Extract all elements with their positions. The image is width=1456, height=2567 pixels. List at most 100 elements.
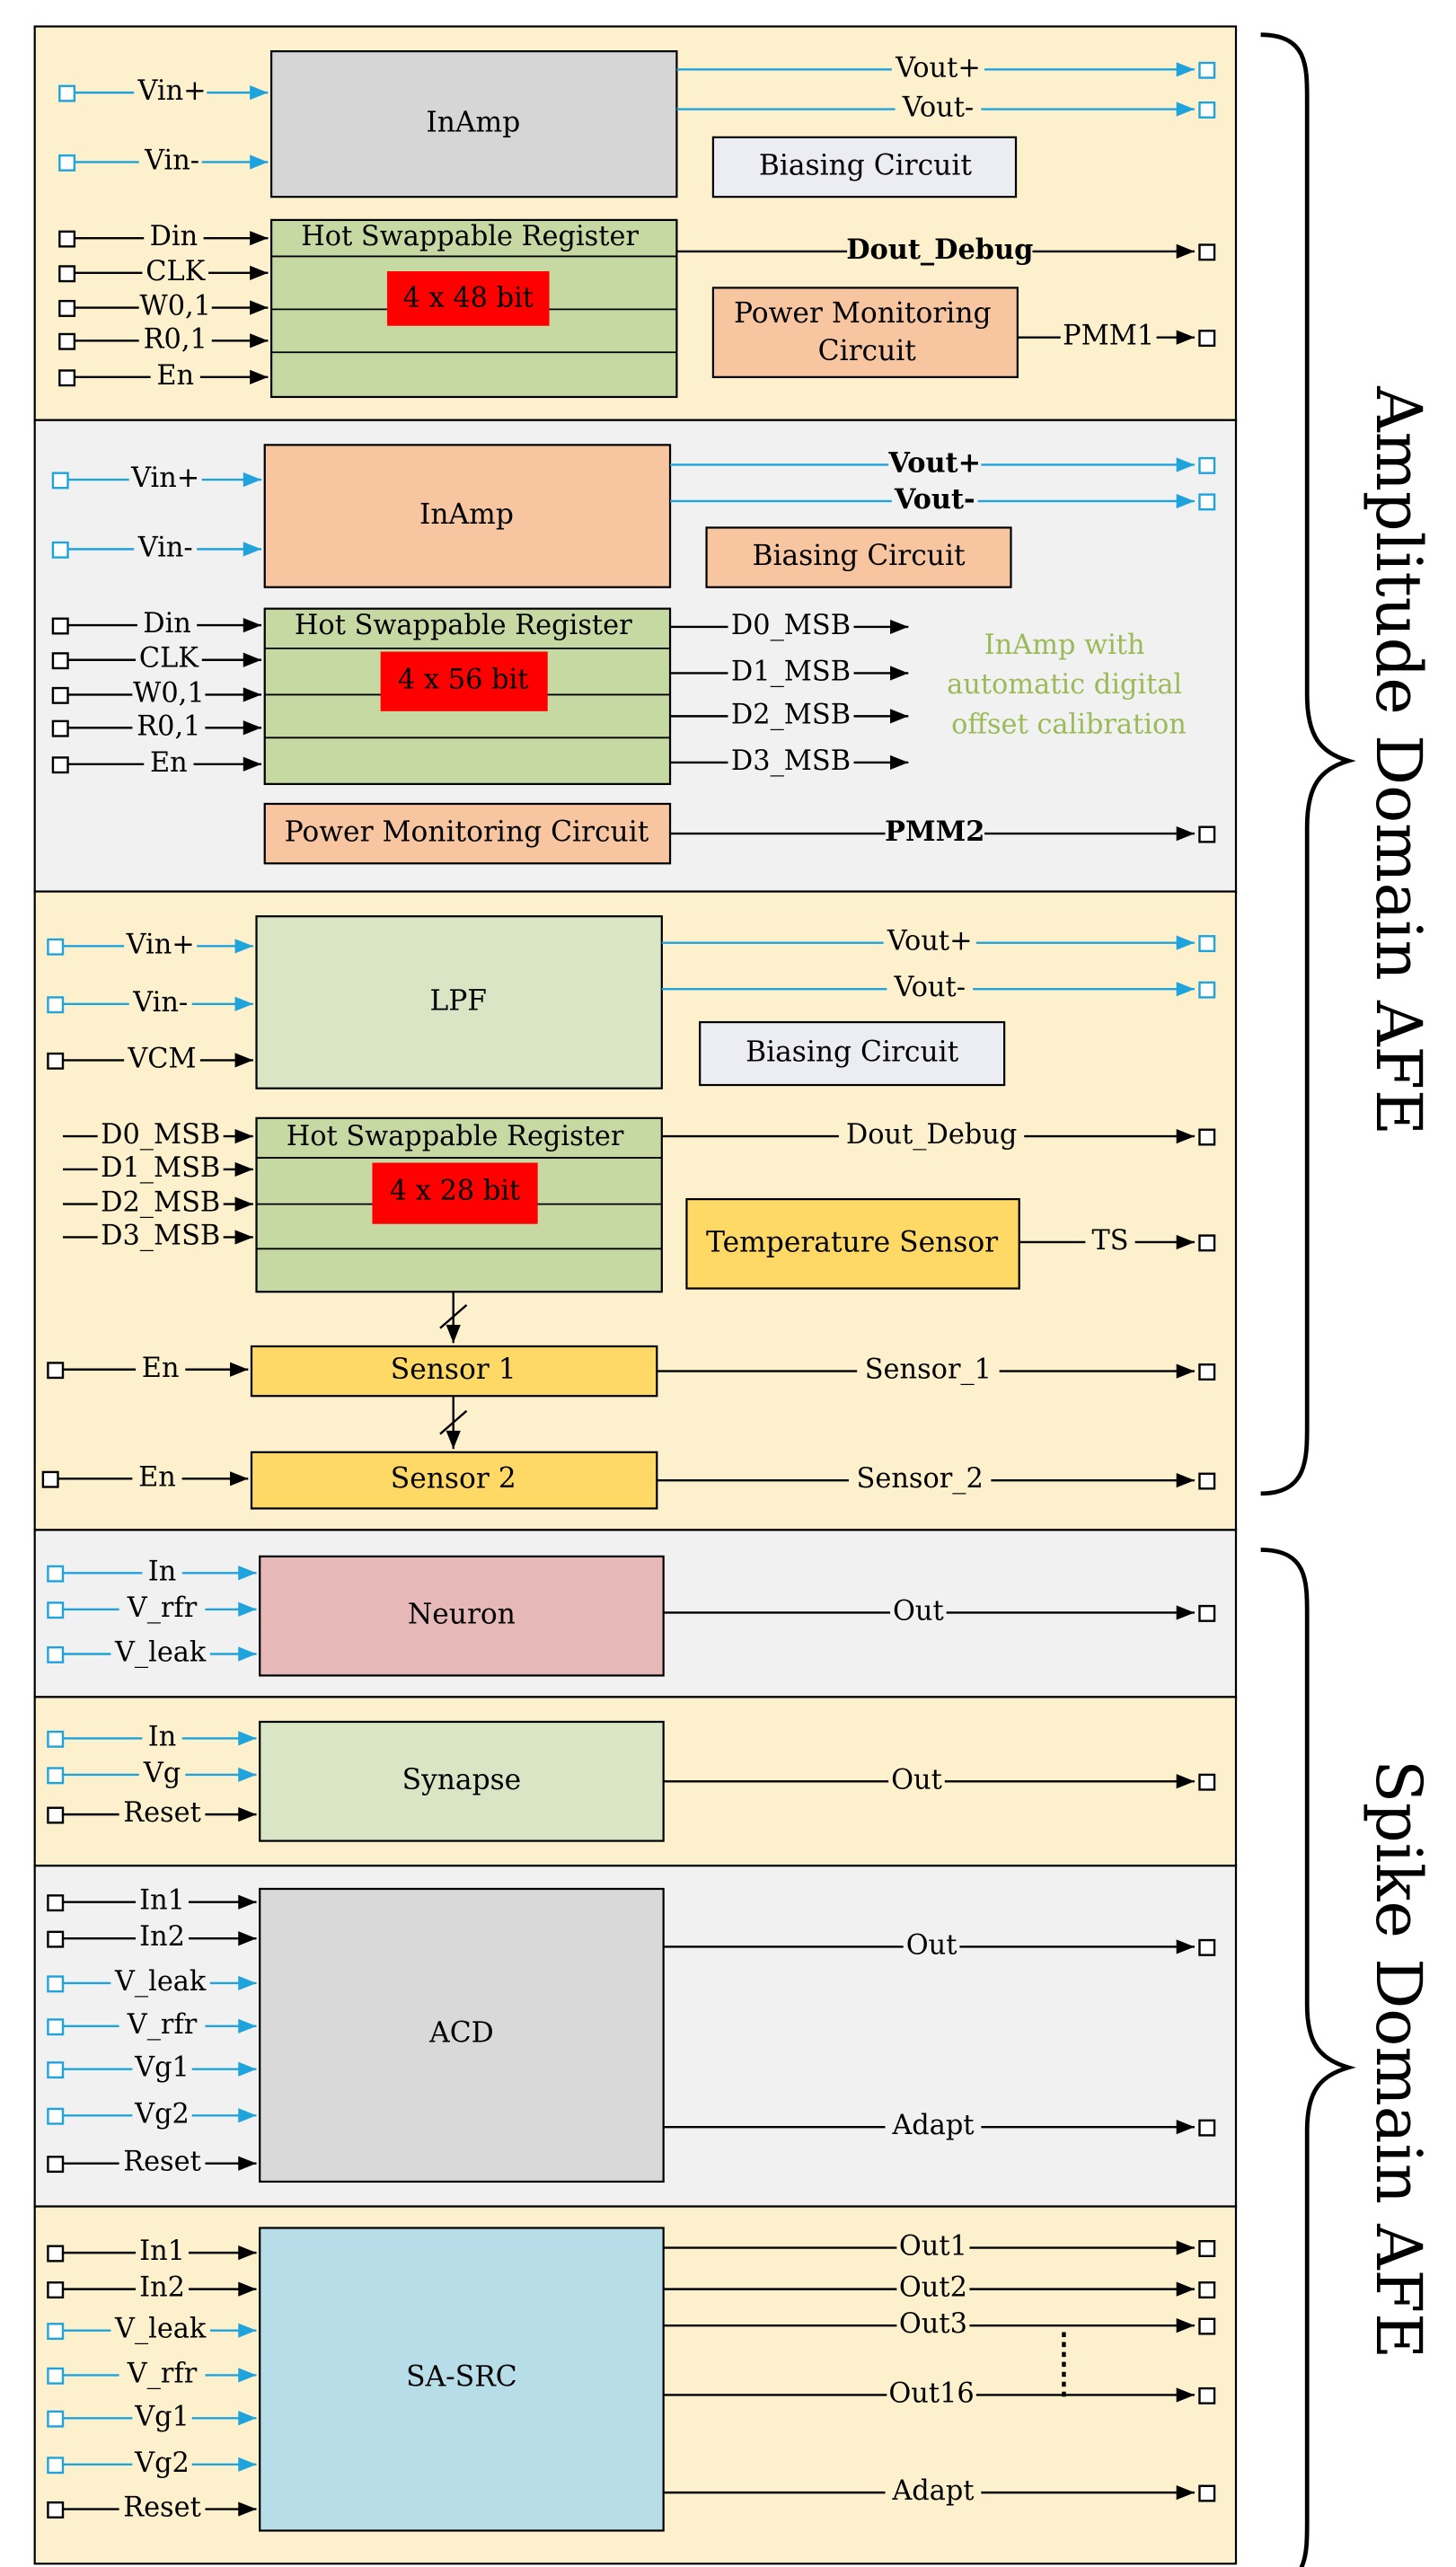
neuron-label: Neuron [408, 1599, 516, 1631]
power-monitoring-line1: Power Monitoring [734, 296, 992, 329]
output-port [1198, 825, 1216, 843]
input-label: En [156, 360, 194, 392]
output-port [1198, 935, 1216, 953]
power-monitoring-box [711, 287, 1019, 378]
output-port [1198, 243, 1216, 261]
input-label: Reset [123, 1797, 201, 1829]
output-port [1198, 2119, 1216, 2137]
input-label: R0,1 [144, 323, 207, 355]
input-port [47, 2156, 65, 2174]
input-label: D0_MSB [101, 1119, 220, 1151]
output-label: Out2 [899, 2272, 967, 2304]
input-label: Vin- [144, 145, 199, 176]
input-port [47, 1362, 65, 1380]
inputs [41, 938, 253, 1488]
input-port [47, 2018, 65, 2036]
amplitude-domain-label: Amplitude Domain AFE [1362, 385, 1435, 1135]
neuron-box [259, 1555, 665, 1677]
input-port [51, 652, 69, 670]
input-label: En [138, 1461, 176, 1493]
register-size-label: 4 x 28 bit [390, 1176, 520, 1207]
output-port [1198, 61, 1216, 79]
output-port [1198, 2386, 1216, 2404]
input-port [41, 1470, 59, 1488]
output-port [1198, 1234, 1216, 1252]
output-label: D0_MSB [731, 610, 851, 641]
input-label: V_rfr [127, 2358, 198, 2389]
output-label: Adapt [891, 2475, 974, 2507]
input-label: Vin- [132, 987, 188, 1019]
calibration-note-line2: automatic digital [947, 669, 1182, 701]
input-label: Reset [123, 2147, 201, 2178]
temperature-sensor-label: Temperature Sensor [706, 1226, 998, 1258]
output-port [1198, 2281, 1216, 2299]
output-port [1198, 1363, 1216, 1381]
input-port [47, 938, 65, 956]
input-port [58, 154, 76, 172]
output-label: Dout_Debug [846, 234, 1033, 266]
spike-domain-label: Spike Domain AFE [1362, 1760, 1435, 2359]
output-label: Out3 [899, 2308, 967, 2340]
input-label: D3_MSB [101, 1220, 220, 1251]
output-port [1198, 1938, 1216, 1956]
input-label: CLK [146, 256, 206, 287]
output-label: Vout+ [887, 446, 981, 479]
calibration-note-line1: InAmp with [984, 630, 1145, 661]
output-label: D3_MSB [731, 745, 851, 777]
biasing-circuit-label: Biasing Circuit [759, 149, 973, 181]
input-port [47, 2061, 65, 2079]
input-port [58, 299, 76, 317]
synapse-label: Synapse [402, 1764, 522, 1796]
input-label: V_leak [114, 1636, 207, 1668]
input-port [58, 369, 76, 387]
input-port [47, 1930, 65, 1948]
output-label: Sensor_1 [865, 1354, 992, 1386]
input-port [47, 2323, 65, 2341]
block-inamp-2: InAmp Biasing Circuit Hot Swappable Regi… [51, 444, 1216, 865]
register-size-badge [387, 271, 550, 326]
input-label: D2_MSB [101, 1187, 220, 1219]
register-size-label: 4 x 48 bit [403, 282, 534, 313]
bus-connections [439, 1292, 468, 1450]
input-label: En [142, 1353, 180, 1384]
input-label: Vg2 [134, 2448, 190, 2479]
input-label: D1_MSB [101, 1152, 220, 1184]
input-port [47, 1645, 65, 1663]
output-port [1198, 981, 1216, 999]
input-port [51, 719, 69, 737]
input-label: CLK [139, 643, 199, 675]
biasing-circuit-label: Biasing Circuit [752, 540, 966, 572]
power-monitoring-box [263, 802, 672, 865]
input-port [47, 996, 65, 1014]
input-port [47, 1052, 65, 1070]
biasing-circuit-box [711, 136, 1018, 198]
output-label: Dout_Debug [846, 1119, 1017, 1151]
panels [33, 25, 1238, 2565]
input-port [51, 617, 69, 635]
lpf-box [255, 915, 663, 1089]
input-port [47, 2501, 65, 2518]
output-port [1198, 1773, 1216, 1791]
sensor-2-label: Sensor 2 [391, 1463, 516, 1495]
output-label: Vout+ [887, 926, 973, 957]
register-size-badge [380, 651, 548, 711]
input-port [47, 1601, 65, 1619]
input-label: In1 [139, 1885, 185, 1917]
input-port [51, 686, 69, 704]
register-size-label: 4 x 56 bit [398, 665, 528, 696]
spike-brace [1260, 1548, 1356, 2567]
input-port [47, 2281, 65, 2299]
input-port [47, 2107, 65, 2125]
input-port [47, 1894, 65, 1912]
amplitude-brace [1260, 32, 1356, 1496]
input-port [51, 472, 69, 490]
input-port [47, 2245, 65, 2263]
input-port [47, 2410, 65, 2428]
input-port [58, 332, 76, 350]
output-label: Out1 [899, 2231, 967, 2263]
input-label: Vg1 [134, 2052, 190, 2084]
output-port [1198, 101, 1216, 119]
output-port [1198, 1128, 1216, 1146]
inamp-label: InAmp [426, 107, 520, 139]
input-port [51, 756, 69, 774]
